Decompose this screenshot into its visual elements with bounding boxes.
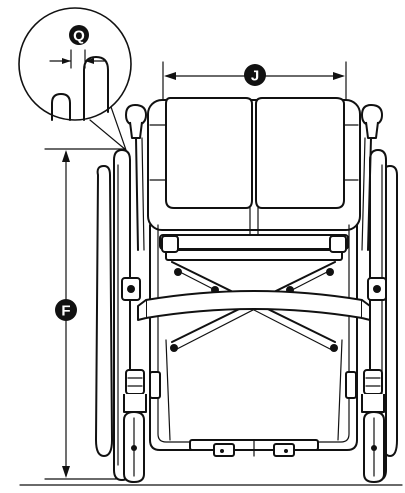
caster-fork-right: [345, 369, 385, 413]
label-q: Q: [73, 28, 85, 45]
detail-callout-q: Q: [18, 7, 132, 151]
badge-j: [244, 64, 266, 86]
caster-fork-left: [123, 369, 161, 413]
label-f: F: [61, 303, 70, 320]
backrest-cushion-left: [165, 97, 253, 209]
label-j: J: [251, 68, 259, 85]
side-frame: [149, 224, 358, 451]
push-handle-left: [125, 104, 147, 251]
dimension-j-arrow-left: [164, 72, 176, 80]
dimension-f-arrow-bottom: [62, 466, 70, 478]
dimension-j-arrow-right: [333, 72, 345, 80]
dimension-f-arrow-top: [62, 150, 70, 162]
wheel-lock-right: [329, 235, 387, 301]
q-arrow-right: [85, 58, 94, 64]
detail-wheel-rim: [51, 93, 71, 121]
right-rear-wheel: [369, 149, 398, 481]
badge-q: [69, 25, 89, 45]
dimension-f: F: [44, 148, 126, 480]
wheelchair: [95, 97, 398, 483]
footrest: [165, 339, 343, 457]
dimension-j: J: [162, 61, 347, 109]
caster-wheel-left: [123, 411, 145, 483]
wheel-lock-left: [121, 235, 179, 301]
backrest-cushion-right: [255, 97, 345, 209]
callout-circle: [18, 7, 132, 121]
push-handle-right: [361, 104, 383, 251]
backrest: [147, 97, 361, 241]
badge-f: [55, 299, 77, 321]
q-arrow-left: [62, 58, 71, 64]
seat-front-edge: [145, 290, 363, 319]
caster-wheel-right: [363, 411, 385, 483]
